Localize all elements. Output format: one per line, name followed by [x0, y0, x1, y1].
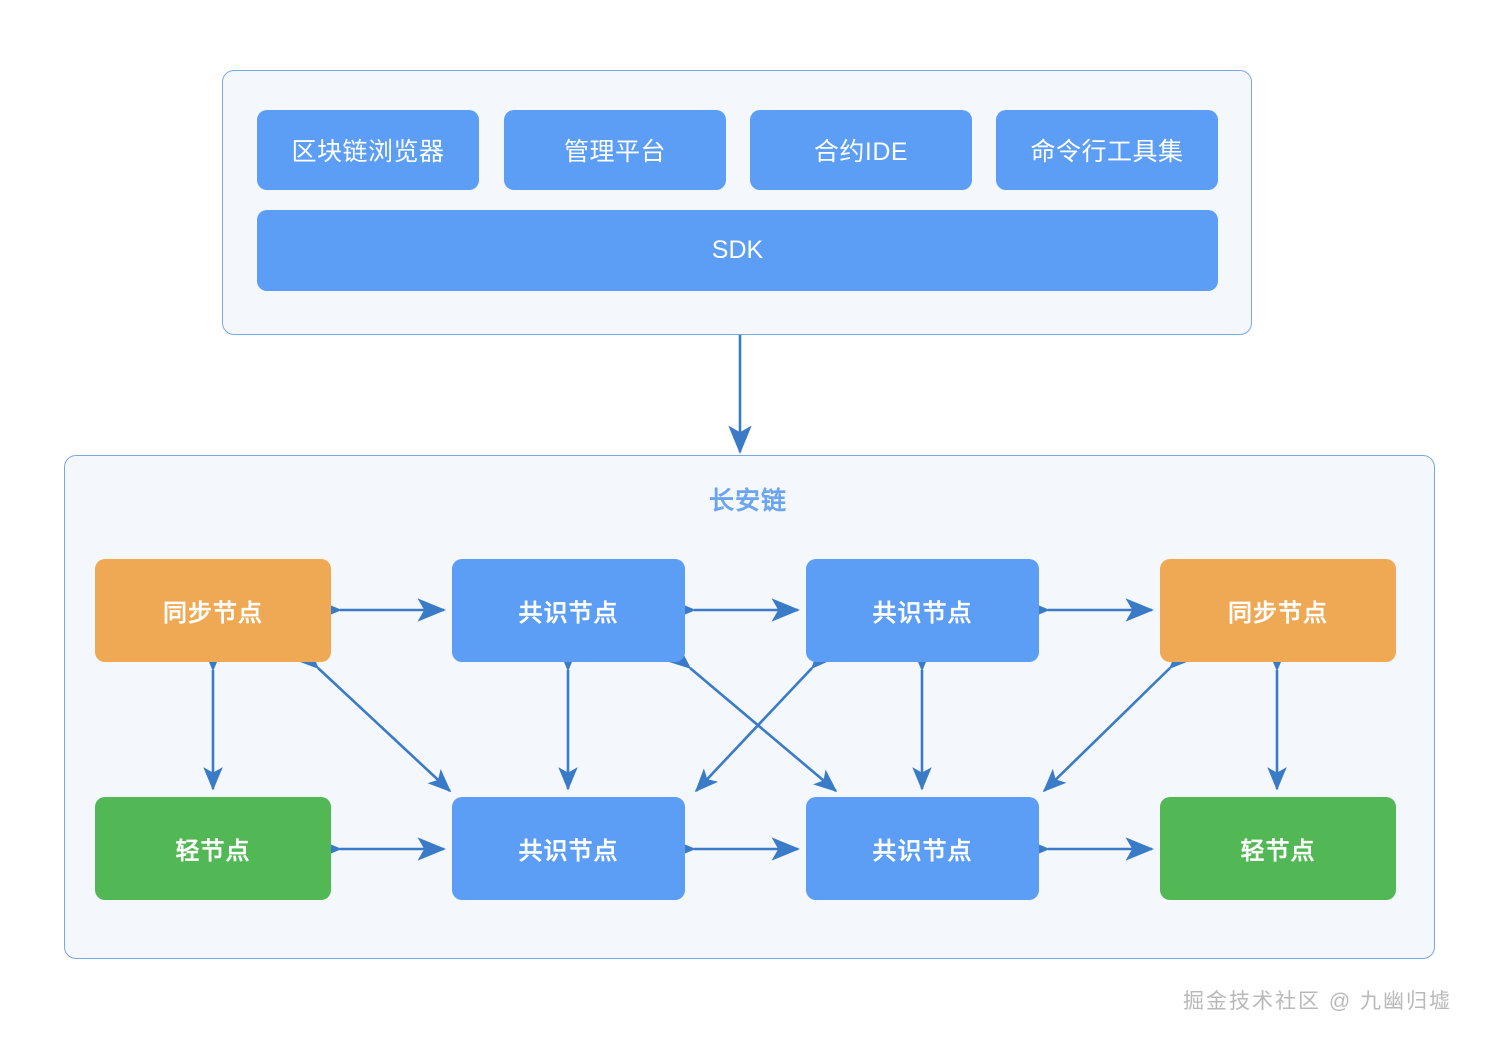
node-label: 同步节点 [1228, 600, 1328, 627]
watermark: 掘金技术社区 @ 九幽归墟 [1183, 990, 1452, 1013]
node-label: 共识节点 [872, 600, 973, 627]
tool-label: 合约IDE [813, 138, 909, 166]
node-consensus-upper-left[interactable]: 共识节点 [452, 559, 685, 662]
tool-box-cli-toolset[interactable]: 命令行工具集 [996, 110, 1218, 190]
tool-box-management-platform[interactable]: 管理平台 [504, 110, 726, 190]
node-light-lower-left[interactable]: 轻节点 [95, 797, 331, 900]
node-consensus-lower-left[interactable]: 共识节点 [452, 797, 685, 900]
tool-box-contract-ide[interactable]: 合约IDE [750, 110, 972, 190]
node-label: 共识节点 [518, 838, 619, 865]
node-consensus-upper-right[interactable]: 共识节点 [806, 559, 1039, 662]
node-light-lower-right[interactable]: 轻节点 [1160, 797, 1396, 900]
tool-label: 区块链浏览器 [291, 138, 445, 166]
node-label: 轻节点 [1240, 838, 1316, 865]
tool-label: 命令行工具集 [1030, 138, 1184, 166]
tool-box-blockchain-explorer[interactable]: 区块链浏览器 [257, 110, 479, 190]
node-consensus-lower-right[interactable]: 共识节点 [806, 797, 1039, 900]
node-sync-upper-left[interactable]: 同步节点 [95, 559, 331, 662]
node-sync-upper-right[interactable]: 同步节点 [1160, 559, 1396, 662]
node-label: 轻节点 [175, 838, 251, 865]
sdk-box[interactable]: SDK [257, 210, 1218, 291]
node-label: 同步节点 [163, 600, 263, 627]
node-label: 共识节点 [518, 600, 619, 627]
tool-label: 管理平台 [563, 138, 666, 166]
sdk-label: SDK [711, 236, 764, 264]
node-label: 共识节点 [872, 838, 973, 865]
chain-title: 长安链 [708, 487, 787, 515]
